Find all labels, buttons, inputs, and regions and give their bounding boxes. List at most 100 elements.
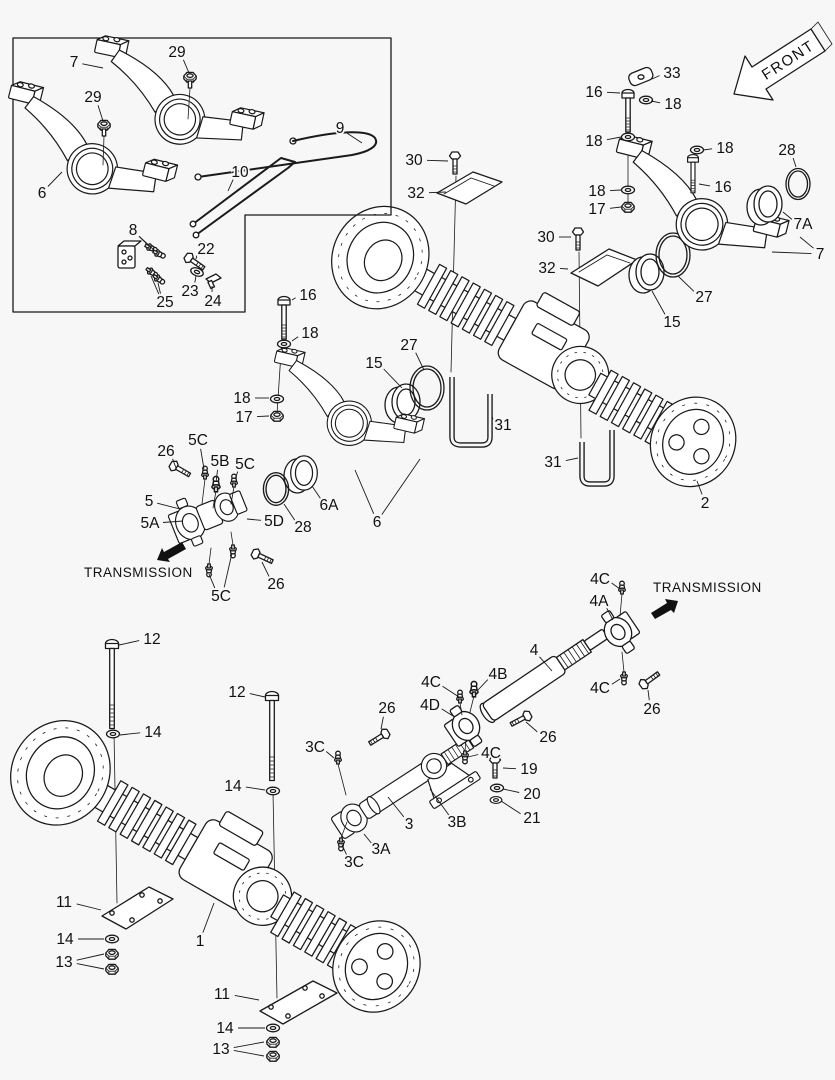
control-arm-7-group [598, 66, 811, 294]
leader-line [467, 754, 479, 758]
callout-15: 15 [663, 314, 680, 331]
leader-line [387, 796, 405, 818]
leader-line [150, 275, 160, 295]
callout-5C: 5C [188, 432, 208, 449]
callout-18: 18 [233, 390, 250, 407]
callout-4: 4 [530, 642, 539, 659]
leader-line [233, 1041, 265, 1049]
grease-fitting-4b [469, 680, 479, 698]
bolt-30-left [448, 151, 462, 175]
callout-21: 21 [523, 810, 540, 827]
leader-line [215, 469, 219, 483]
leader-line [82, 63, 104, 69]
leader-line [782, 211, 793, 220]
washer-14 [265, 786, 281, 796]
leader-line [698, 183, 711, 187]
nut-13 [105, 963, 119, 975]
leader-line [696, 480, 703, 495]
callout-10: 10 [231, 164, 249, 181]
callout-18: 18 [664, 96, 681, 113]
callout-16: 16 [714, 179, 731, 196]
callout-27: 27 [695, 289, 712, 306]
callout-13: 13 [212, 1041, 229, 1058]
bolt-30-right [571, 227, 585, 251]
leader-line [311, 485, 321, 499]
leader-line [525, 721, 538, 733]
washer-14 [105, 729, 121, 739]
callout-12: 12 [228, 684, 245, 701]
leader-line [200, 448, 205, 470]
callout-18: 18 [588, 183, 605, 200]
driveshaft-3 [330, 736, 481, 839]
oring-28-right [785, 167, 811, 201]
leader-line [119, 732, 141, 736]
transmission-indicator-right: TRANSMISSION [651, 580, 762, 619]
leader-line [606, 136, 622, 141]
leader-line [202, 902, 215, 933]
leader-line [208, 573, 216, 589]
leader-line [234, 994, 260, 1001]
leader-line [565, 457, 579, 462]
callout-4A: 4A [590, 593, 610, 610]
transmission-arrow-right [651, 599, 678, 619]
washer-18 [620, 185, 636, 195]
bolt-16-b [687, 153, 699, 194]
callout-30: 30 [537, 229, 555, 246]
callout-7: 7 [816, 246, 825, 263]
yoke-4d [443, 705, 483, 747]
yoke-assembly-5 [167, 490, 248, 547]
callout-14: 14 [224, 778, 242, 795]
leader-line [383, 368, 403, 389]
callout-14: 14 [56, 931, 74, 948]
transmission-label-right: TRANSMISSION [653, 580, 762, 595]
leader-line [341, 844, 347, 855]
leader-line [291, 336, 299, 342]
leader-line [429, 788, 450, 816]
yoke-4a [601, 610, 641, 654]
leader-line [491, 415, 494, 420]
leader-line [606, 607, 614, 621]
washer-18 [276, 339, 292, 349]
callout-27: 27 [400, 337, 417, 354]
grease-fitting-3c [333, 750, 343, 765]
leader-line [677, 275, 695, 292]
callout-17: 17 [235, 409, 252, 426]
leader-line [792, 157, 797, 168]
washer-14 [265, 1023, 281, 1033]
leader-line [502, 767, 517, 770]
inset-assembly [0, 34, 392, 313]
callout-5B: 5B [211, 453, 230, 470]
leader-line [651, 290, 666, 315]
callout-13: 13 [55, 954, 72, 971]
leader-line [441, 708, 454, 717]
leader-line [363, 833, 372, 844]
washer-18 [638, 95, 654, 105]
callout-14: 14 [216, 1020, 234, 1037]
leader-line [138, 235, 156, 252]
callout-12: 12 [143, 631, 160, 648]
leader-line [647, 689, 650, 701]
nut-13 [105, 948, 119, 960]
callout-19: 19 [520, 761, 537, 778]
callout-4C: 4C [421, 674, 441, 691]
callout-15: 15 [365, 355, 382, 372]
leader-line [609, 189, 622, 192]
leader-line [256, 415, 270, 418]
callout-3B: 3B [448, 814, 467, 831]
callout-18: 18 [301, 325, 318, 342]
callout-23: 23 [181, 283, 198, 300]
callout-18: 18 [716, 140, 733, 157]
plate-11-right [259, 980, 338, 1025]
driveline-group [167, 458, 663, 852]
callout-4C: 4C [590, 680, 610, 697]
callout-11: 11 [214, 986, 230, 1003]
callout-3C: 3C [305, 739, 325, 756]
callout-5: 5 [145, 493, 154, 510]
callout-4B: 4B [489, 666, 508, 683]
callout-7: 7 [70, 54, 79, 71]
oring-28-left [262, 472, 290, 506]
front-direction-arrow: FRONT [733, 21, 833, 101]
